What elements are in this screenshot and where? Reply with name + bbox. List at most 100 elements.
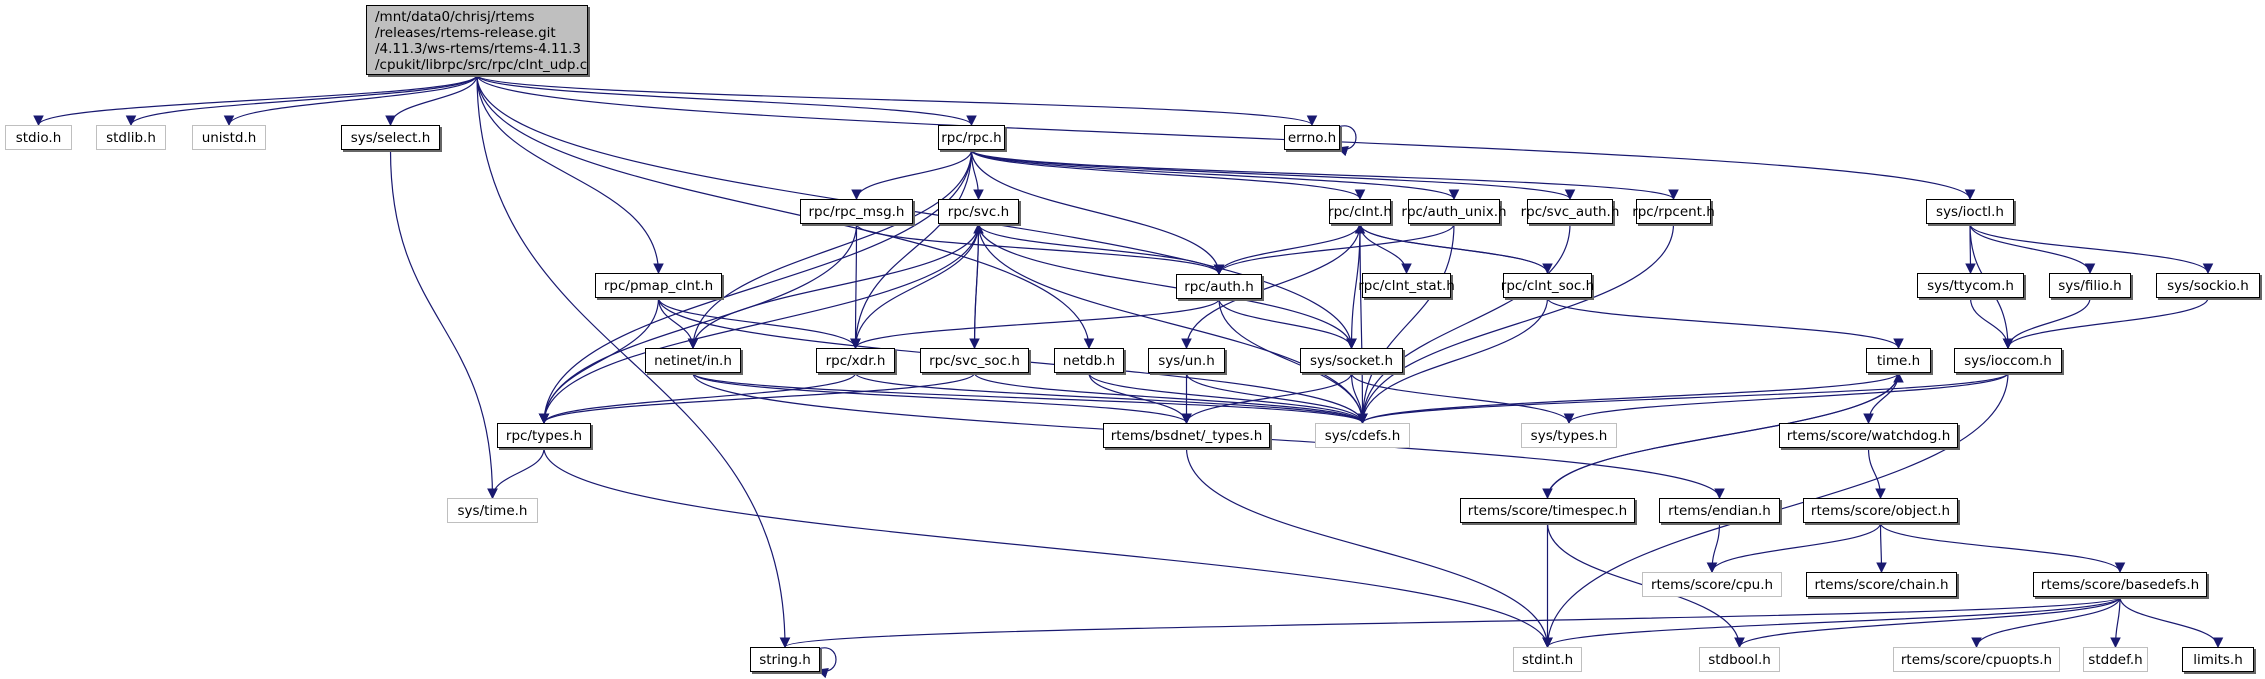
edge-netinet_in-to-sys_cdefs xyxy=(692,372,1368,425)
edge-root-to-rpc_rpc xyxy=(476,74,977,127)
edge-watchdog-to-object xyxy=(1867,447,1886,500)
edge-sys_ttycom-to-sys_ioccom xyxy=(1969,297,2014,350)
edge-root-to-netdb xyxy=(476,74,1095,350)
node-stdint: stdint.h xyxy=(1513,647,1582,672)
node-rpc-xdr[interactable]: rpc/xdr.h xyxy=(816,348,895,373)
node-errno[interactable]: errno.h xyxy=(1284,125,1340,150)
edge-rpc_svc-to-netinet_in xyxy=(687,223,980,350)
edge-rpc_svc-to-sys_cdefs xyxy=(977,223,1368,425)
edge-rpc_rpc-to-rpc_auth xyxy=(970,149,1225,276)
node-rpc-auth[interactable]: rpc/auth.h xyxy=(1176,274,1262,299)
node-sys-un[interactable]: sys/un.h xyxy=(1148,348,1225,373)
root-path-line: /cpukit/librpc/src/rpc/clnt_udp.c xyxy=(375,57,588,73)
node-sys-types: sys/types.h xyxy=(1521,423,1617,448)
node-rpc-clnt-soc[interactable]: rpc/clnt_soc.h xyxy=(1501,273,1594,298)
edge-sys_filio-to-sys_ioccom xyxy=(2002,297,2091,350)
root-path-line: /mnt/data0/chrisj/rtems xyxy=(375,9,535,25)
root-file-node: /mnt/data0/chrisj/rtems /releases/rtems-… xyxy=(366,5,588,75)
edge-object-to-basedefs xyxy=(1879,522,2126,574)
node-sys-select[interactable]: sys/select.h xyxy=(341,125,440,150)
edge-rpc_clnt_soc-to-rpc_clnt xyxy=(1354,222,1549,274)
edge-sys_un-to-sys_cdefs xyxy=(1185,372,1368,425)
edge-rpc_rpc-to-rpc_xdr xyxy=(850,149,973,350)
node-rpc-pmap-clnt[interactable]: rpc/pmap_clnt.h xyxy=(595,273,722,298)
node-stdio: stdio.h xyxy=(5,125,72,150)
node-rpc-clnt[interactable]: rpc/clnt.h xyxy=(1328,199,1392,224)
edge-rpc_clnt_soc-to-time xyxy=(1546,297,1904,350)
edge-basedefs-to-stdint xyxy=(1542,596,2121,649)
node-chain[interactable]: rtems/score/chain.h xyxy=(1806,572,1957,597)
node-sys-ioccom[interactable]: sys/ioccom.h xyxy=(1954,348,2062,373)
edge-rpc_rpc-to-rpc_svc_auth xyxy=(970,149,1576,201)
edge-string-to-string xyxy=(816,647,837,679)
node-rpc-svc-soc[interactable]: rpc/svc_soc.h xyxy=(920,348,1029,373)
node-time[interactable]: time.h xyxy=(1866,348,1931,373)
node-timespec[interactable]: rtems/score/timespec.h xyxy=(1460,498,1635,523)
node-sys-filio[interactable]: sys/filio.h xyxy=(2049,273,2131,298)
node-rpc-rpc-msg[interactable]: rpc/rpc_msg.h xyxy=(800,199,913,224)
node-object[interactable]: rtems/score/object.h xyxy=(1803,498,1958,523)
edge-object-to-chain xyxy=(1876,522,1887,574)
edge-basedefs-to-stddef xyxy=(2110,596,2121,649)
edge-rpc_svc_soc-to-rpc_svc xyxy=(973,222,984,349)
node-limits[interactable]: limits.h xyxy=(2182,647,2254,672)
node-sys-ttycom[interactable]: sys/ttycom.h xyxy=(1917,273,2024,298)
node-rpc-clnt-stat[interactable]: rpc/clnt_stat.h xyxy=(1358,273,1455,298)
node-sys-ioctl[interactable]: sys/ioctl.h xyxy=(1926,199,2014,224)
node-endian[interactable]: rtems/endian.h xyxy=(1659,498,1780,523)
edge-rpc_clnt-to-sys_cdefs xyxy=(1357,223,1368,425)
node-basedefs[interactable]: rtems/score/basedefs.h xyxy=(2033,572,2207,597)
edge-rpc_xdr-to-sys_cdefs xyxy=(854,372,1368,425)
node-rpc-rpc[interactable]: rpc/rpc.h xyxy=(938,125,1005,150)
edge-rpc_types-to-stdint xyxy=(543,447,1553,649)
node-rpc-rpcent[interactable]: rpc/rpcent.h xyxy=(1632,199,1715,224)
edge-errno-to-errno xyxy=(1336,125,1357,157)
edge-rpc_rpc-to-rpc_clnt xyxy=(970,149,1366,201)
edge-timespec-to-time xyxy=(1546,371,1904,499)
edge-root-to-unistd xyxy=(223,74,478,127)
node-sys-sockio[interactable]: sys/sockio.h xyxy=(2156,273,2260,298)
edge-basedefs-to-string xyxy=(780,596,2121,649)
node-rpc-types[interactable]: rpc/types.h xyxy=(497,423,591,448)
edge-sys_ioctl-to-sys_filio xyxy=(1969,223,2096,275)
edge-rpc_rpc_msg-to-rpc_auth xyxy=(855,223,1225,276)
node-bsdnet-types[interactable]: rtems/bsdnet/_types.h xyxy=(1103,423,1270,448)
edge-rpc_clnt_soc-to-sys_cdefs xyxy=(1357,297,1549,425)
edge-rpc_rpcent-to-sys_cdefs xyxy=(1357,223,1675,425)
edge-rpc_auth-to-sys_cdefs xyxy=(1218,298,1368,425)
edge-sys_ioccom-to-sys_cdefs xyxy=(1357,372,2009,425)
node-stdbool: stdbool.h xyxy=(1699,647,1780,672)
edge-rpc_svc_soc-to-sys_cdefs xyxy=(973,372,1368,425)
edge-sys_socket-to-sys_types xyxy=(1350,372,1575,425)
edge-root-to-errno xyxy=(476,74,1318,127)
edge-time-to-watchdog xyxy=(1863,372,1900,425)
node-string[interactable]: string.h xyxy=(750,647,820,672)
node-netinet-in[interactable]: netinet/in.h xyxy=(645,348,741,373)
edge-basedefs-to-stdbool xyxy=(1734,596,2121,649)
node-netdb[interactable]: netdb.h xyxy=(1054,348,1124,373)
edge-basedefs-to-cpuopts xyxy=(1971,596,2121,649)
root-path-line: /releases/rtems-release.git xyxy=(375,25,556,41)
node-rpc-svc-auth[interactable]: rpc/svc_auth.h xyxy=(1521,199,1619,224)
edge-rpc_rpc-to-rpc_rpcent xyxy=(970,149,1679,201)
edge-sys_ioctl-to-sys_sockio xyxy=(1969,223,2214,275)
edge-rpc_clnt-to-rpc_auth xyxy=(1213,223,1361,276)
node-rpc-svc[interactable]: rpc/svc.h xyxy=(938,199,1019,224)
edge-rpc_svc-to-rpc_auth xyxy=(977,223,1225,276)
node-rpc-auth-unix[interactable]: rpc/auth_unix.h xyxy=(1401,199,1507,224)
node-watchdog[interactable]: rtems/score/watchdog.h xyxy=(1779,423,1958,448)
edge-basedefs-to-limits xyxy=(2119,596,2224,649)
node-stddef: stddef.h xyxy=(2083,647,2148,672)
edge-root-to-rpc_pmap_clnt xyxy=(476,74,664,275)
edge-sys_select-to-sys_time xyxy=(389,149,498,500)
node-sys-socket[interactable]: sys/socket.h xyxy=(1300,348,1403,373)
edge-rpc_rpc-to-rpc_rpc_msg xyxy=(851,149,973,201)
edge-root-to-sys_ioctl xyxy=(476,74,1976,201)
edge-object-to-cpu xyxy=(1706,522,1882,574)
edge-rpc_rpc_msg-to-rpc_xdr xyxy=(850,223,861,350)
node-cpu: rtems/score/cpu.h xyxy=(1642,572,1782,597)
node-unistd: unistd.h xyxy=(192,125,266,150)
edge-sys_socket-to-bsdnet_types xyxy=(1181,372,1353,425)
